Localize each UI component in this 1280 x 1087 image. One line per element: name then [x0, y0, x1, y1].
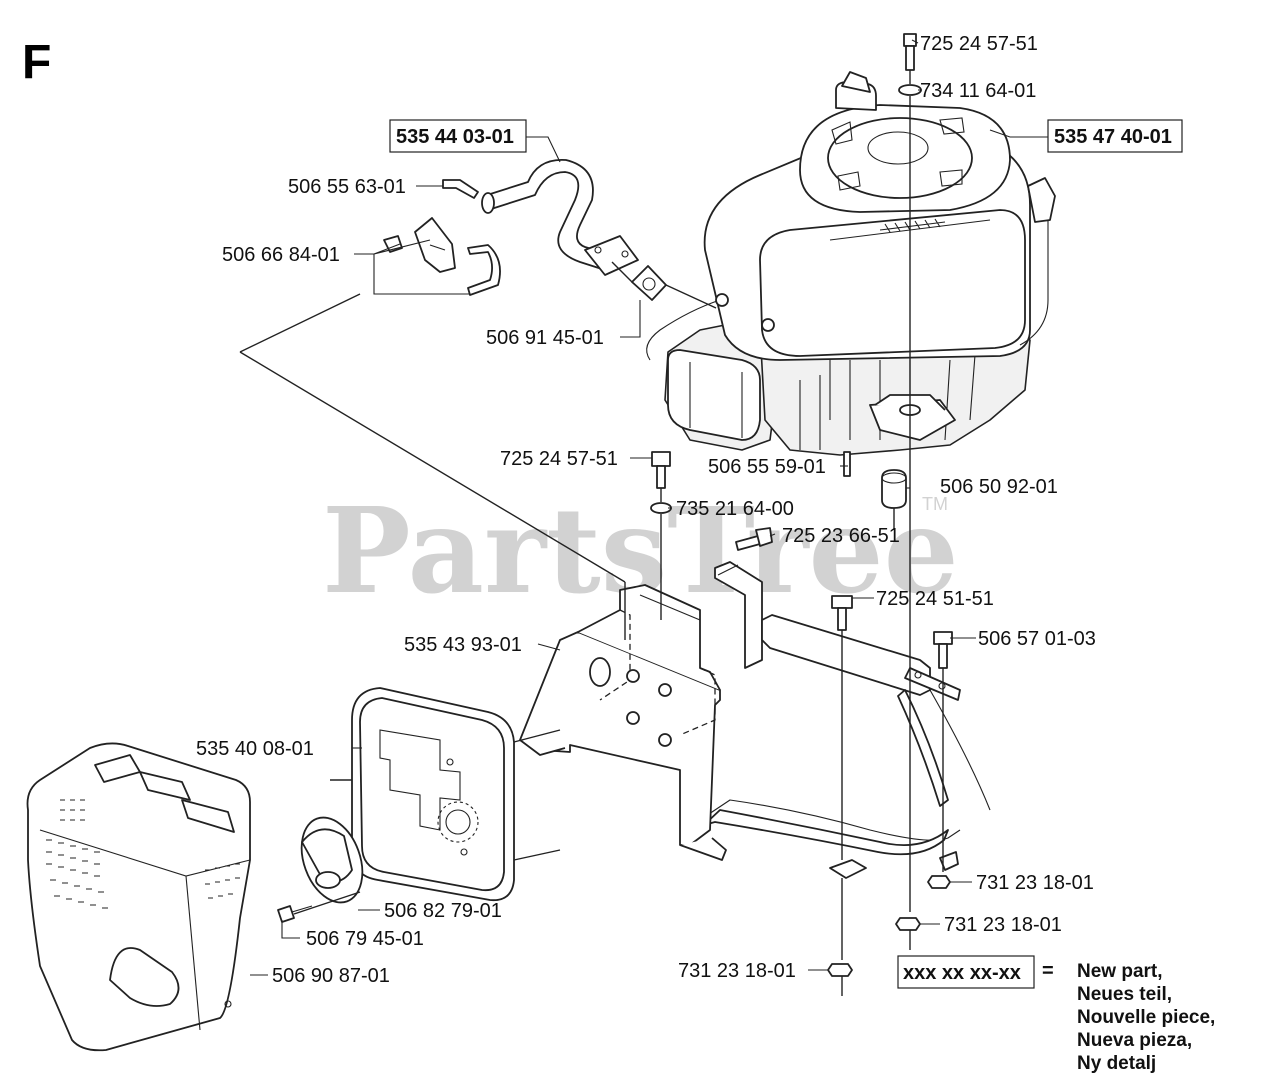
label-bracket: 535 43 93-01: [404, 634, 522, 656]
clamp-kit-illustration: [383, 217, 501, 296]
main-bracket-illustration: [519, 584, 727, 861]
label-screw-guard: 506 79 45-01: [306, 928, 424, 950]
label-leaders: [250, 39, 1048, 976]
muffler-illustration: [351, 687, 561, 902]
top-screw-illustration: [898, 33, 922, 96]
guard-screw-illustration: [277, 905, 313, 923]
label-spacer: 506 50 92-01: [940, 476, 1058, 498]
label-clamp-kit: 506 66 84-01: [222, 244, 340, 266]
label-nut-right: 731 23 18-01: [976, 872, 1094, 894]
section-letter: F: [22, 36, 51, 89]
part-labels: 725 24 57-51 734 11 64-01 535 47 40-01 5…: [196, 33, 1183, 987]
label-washer-mid: 735 21 64-00: [676, 498, 794, 520]
label-bolt-frame: 506 57 01-03: [978, 628, 1096, 650]
legend-sample: xxx xx xx-xx: [903, 962, 1021, 984]
pin-illustration: [843, 451, 851, 477]
label-bolt-pipe: 506 55 63-01: [288, 176, 406, 198]
label-deflector: 506 82 79-01: [384, 900, 502, 922]
label-muffler: 535 40 08-01: [196, 738, 314, 760]
label-screw-mid: 725 24 57-51: [500, 448, 618, 470]
legend-line-2: Neues teil,: [1077, 984, 1172, 1005]
label-screw-frame: 725 24 51-51: [876, 588, 994, 610]
label-guard: 506 90 87-01: [272, 965, 390, 987]
label-nut-right2: 731 23 18-01: [944, 914, 1062, 936]
engine-illustration: [646, 71, 1056, 456]
label-pin: 506 55 59-01: [708, 456, 826, 478]
assembly-lines: [239, 70, 944, 996]
legend-equals: =: [1042, 960, 1054, 982]
legend: xxx xx xx-xx = New part, Neues teil, Nou…: [897, 955, 1215, 1074]
label-nut-bottom: 731 23 18-01: [678, 960, 796, 982]
bolt-pipe-illustration: [442, 179, 479, 199]
upper-bracket-illustration: [714, 561, 763, 669]
exhaust-pipe-illustration: [481, 159, 639, 276]
trademark-text: TM: [922, 494, 948, 514]
label-screw-side: 725 23 66-51: [782, 525, 900, 547]
legend-line-4: Nueva pieza,: [1077, 1030, 1192, 1051]
label-engine: 535 47 40-01: [1054, 126, 1172, 148]
legend-line-1: New part,: [1077, 961, 1163, 982]
legend-line-5: Ny detalj: [1077, 1053, 1156, 1074]
guard-illustration: [26, 742, 251, 1052]
frame-screw-illustration: [831, 595, 953, 669]
label-gasket: 506 91 45-01: [486, 327, 604, 349]
side-screw-illustration: [735, 527, 773, 551]
label-exhaust-pipe: 535 44 03-01: [396, 126, 514, 148]
gasket-illustration: [631, 265, 667, 301]
deflector-illustration: [300, 816, 364, 904]
label-screw-top: 725 24 57-51: [920, 33, 1038, 55]
legend-line-3: Nouvelle piece,: [1077, 1007, 1215, 1028]
label-washer-top: 734 11 64-01: [920, 80, 1036, 102]
spacer-illustration: [881, 469, 907, 509]
